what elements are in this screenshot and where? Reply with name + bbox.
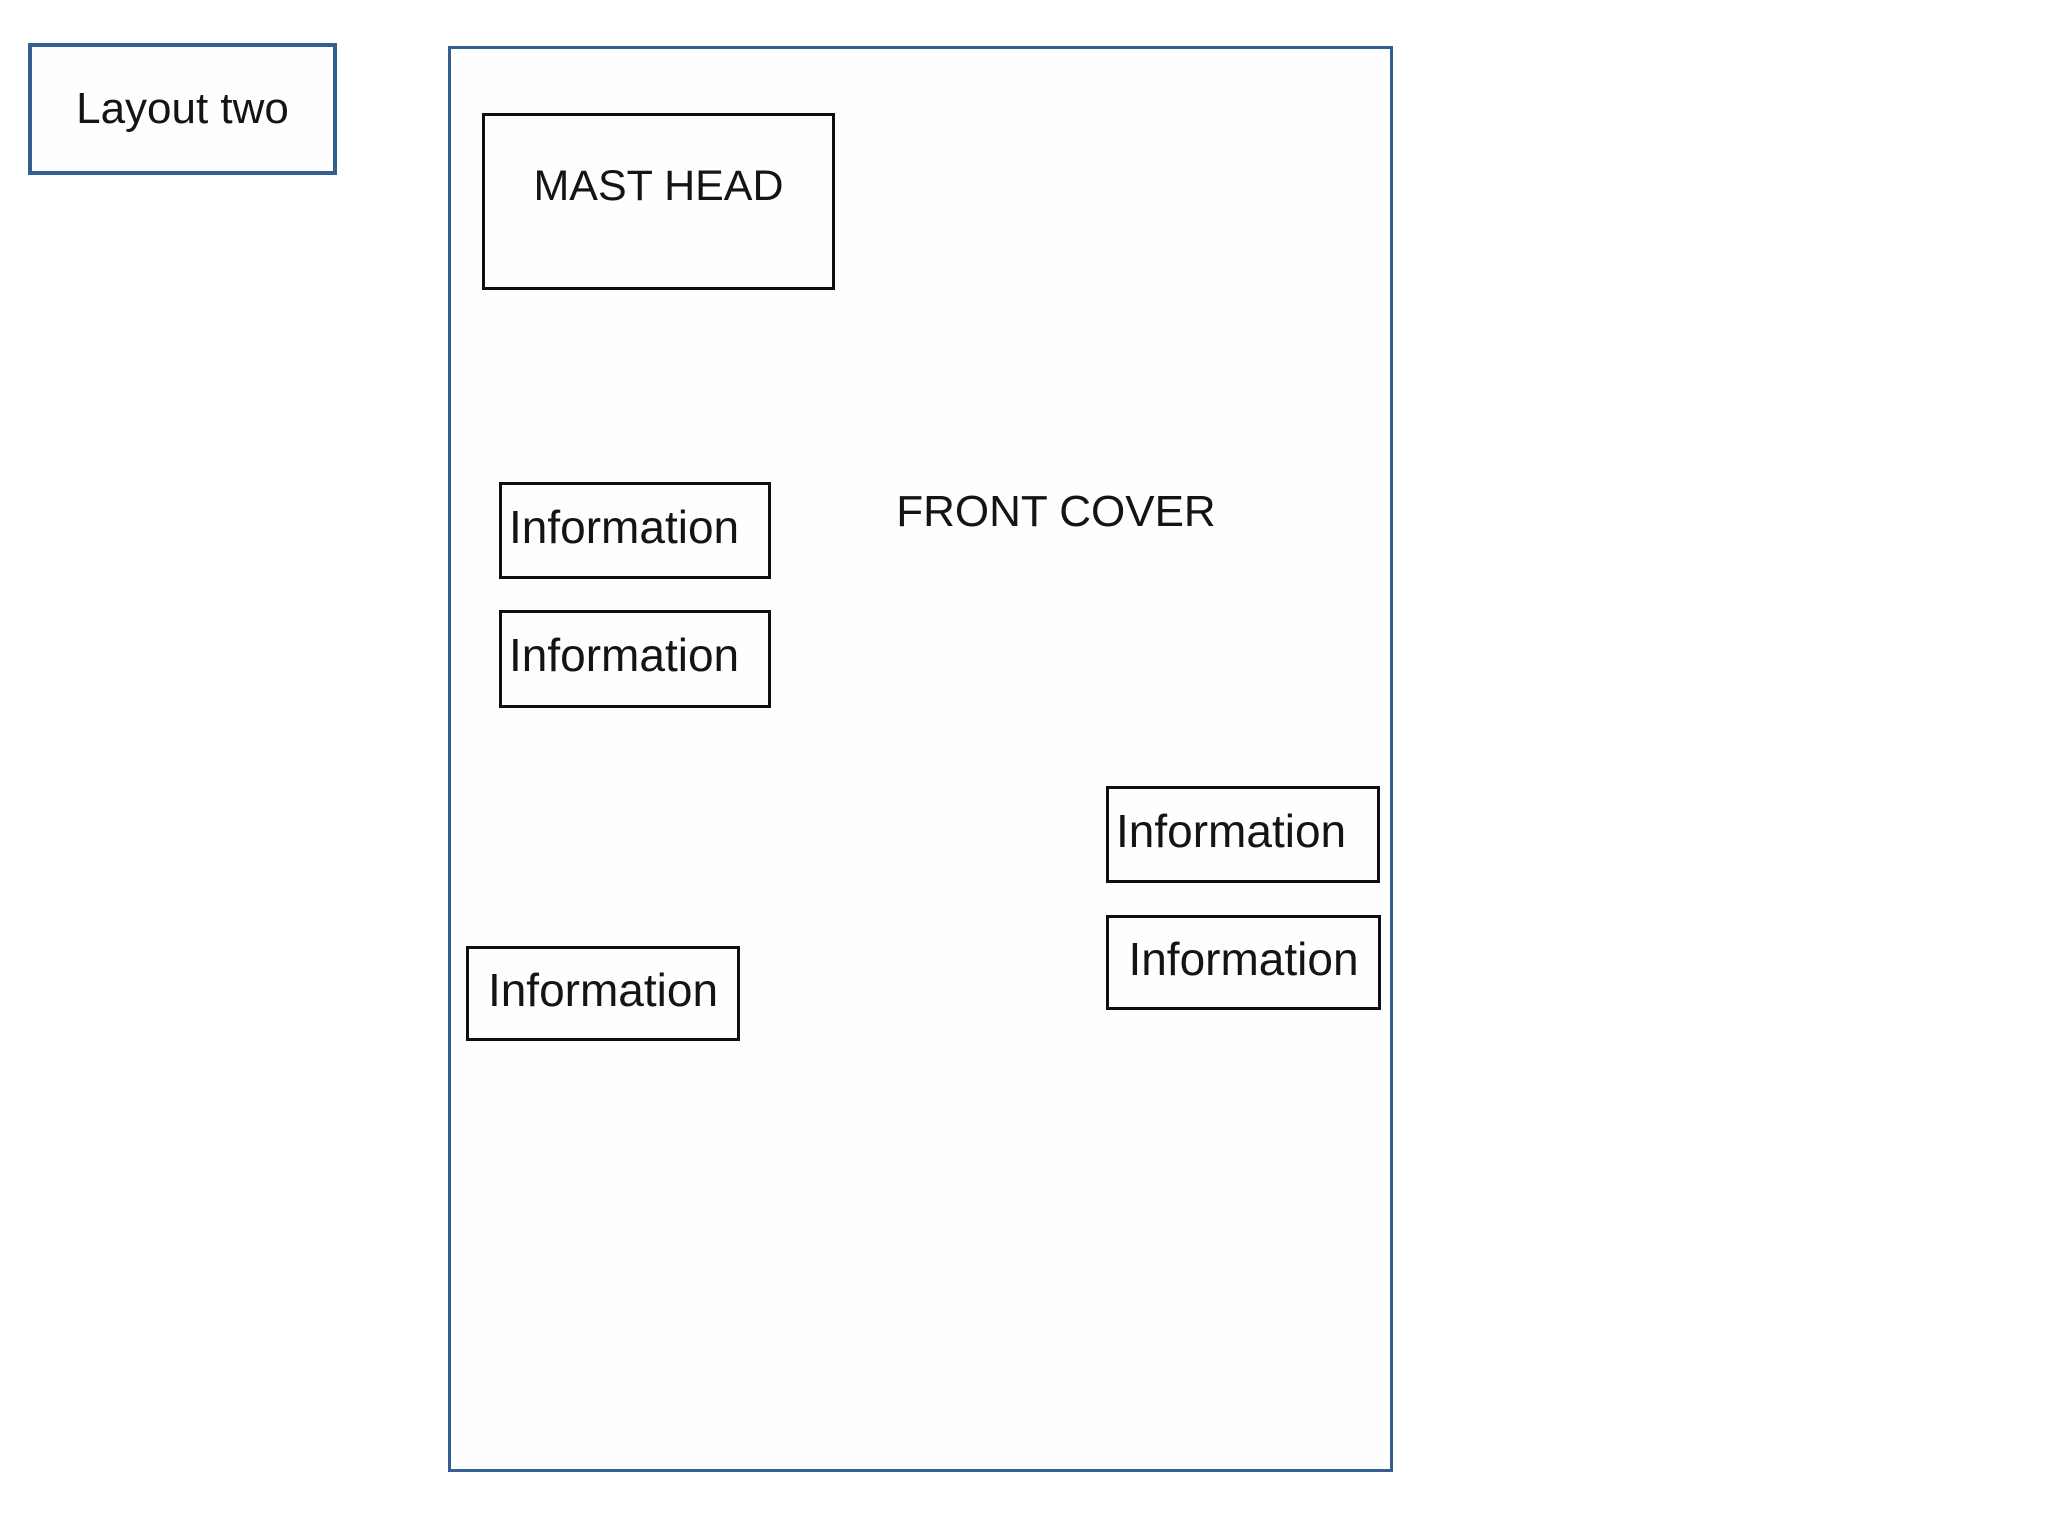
info-box-right-bottom: Information xyxy=(1106,915,1381,1010)
info-box-left-top: Information xyxy=(499,482,771,579)
slide-title-box: Layout two xyxy=(28,43,337,175)
info-box-bottom-left: Information xyxy=(466,946,740,1041)
info-box-left-middle: Information xyxy=(499,610,771,708)
front-cover-label: FRONT COVER xyxy=(896,487,1216,536)
front-cover-panel: MAST HEAD FRONT COVER Information Inform… xyxy=(448,46,1393,1472)
info-box-right-top: Information xyxy=(1106,786,1380,883)
masthead-box: MAST HEAD xyxy=(482,113,835,290)
